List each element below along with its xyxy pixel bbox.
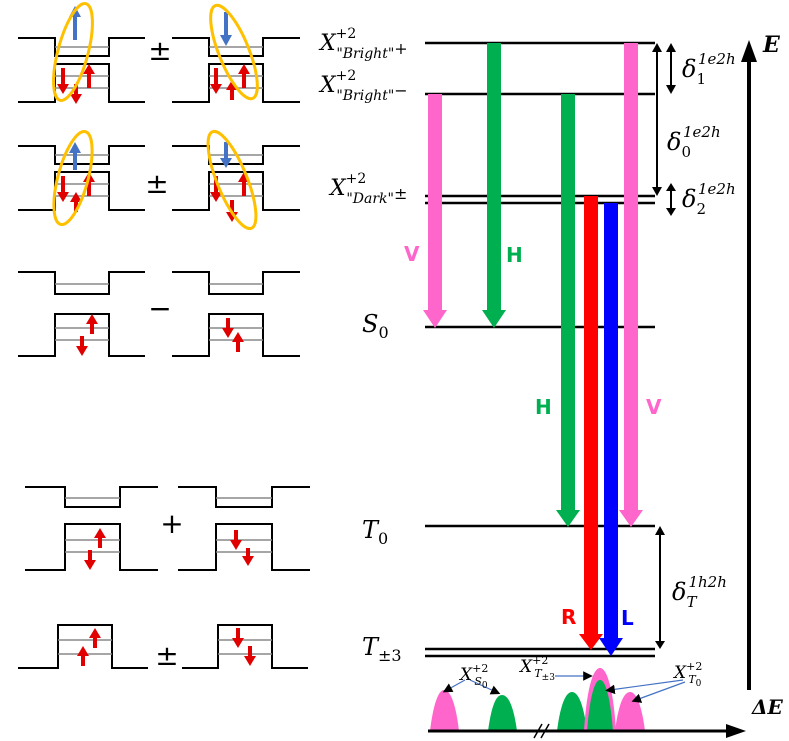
orbital-highlight: [209, 3, 259, 101]
spin-down-hole-icon: [210, 68, 222, 94]
axis-break-icon: [540, 723, 550, 739]
spin-up-hole-icon: [89, 628, 101, 648]
label-dark: X+2"Dark"±: [328, 171, 407, 207]
transition-l-arrow: [599, 203, 623, 656]
row4-right-schematic: [178, 486, 310, 571]
orbital-highlight: [206, 129, 258, 231]
label-l: L: [621, 606, 634, 630]
spin-down-hole-icon: [57, 176, 69, 202]
spin-down-hole-icon: [222, 318, 234, 338]
spin-down-hole-icon: [232, 628, 244, 648]
transition-v-right-arrow: [619, 43, 643, 527]
energy-axis-label: E: [762, 32, 781, 58]
spin-down-electron-icon: [220, 12, 232, 46]
spin-up-electron-icon: [69, 142, 81, 170]
label-h-right: H: [535, 395, 552, 419]
spin-down-hole-icon: [76, 336, 88, 356]
spin-up-hole-icon: [83, 64, 95, 88]
spin-down-hole-icon: [230, 530, 242, 550]
operator-row1: ±: [148, 34, 171, 67]
label-delta1: δ11e2h: [682, 50, 736, 88]
spin-up-hole-icon: [238, 64, 250, 88]
splitting-d1-arrow: [666, 43, 676, 94]
transition-r-arrow: [579, 196, 603, 650]
label-r: R: [561, 605, 576, 629]
transition-v-left-arrow: [423, 94, 447, 328]
row5-right-schematic: [182, 624, 308, 669]
orbital-highlight: [52, 129, 94, 227]
level-labels: X+2"Bright"+ X+2"Bright"− X+2"Dark"± S0 …: [318, 26, 408, 665]
row4-left-schematic: [25, 486, 158, 571]
operator-row2: ±: [145, 167, 168, 200]
spin-up-hole-icon: [232, 332, 244, 352]
splitting-arrows: [652, 43, 676, 649]
delta-energy-axis-arrow-icon: [726, 724, 746, 738]
operator-row5: ±: [155, 639, 178, 672]
energy-levels: [425, 41, 655, 658]
orbital-highlight: [52, 2, 94, 102]
label-h-left: H: [506, 243, 523, 267]
delta-energy-axis-label: ΔE: [751, 695, 784, 719]
spin-up-hole-icon: [94, 528, 106, 548]
axis-break-icon: [533, 723, 543, 739]
transition-h-left-arrow: [482, 43, 506, 328]
spin-down-hole-icon: [242, 548, 254, 566]
row5-left-schematic: [18, 624, 148, 669]
label-bright-minus: X+2"Bright"−: [318, 68, 408, 104]
peak-s0-green: [488, 695, 517, 731]
splitting-d0-arrow: [652, 43, 662, 196]
spin-up-hole-icon: [77, 646, 89, 666]
peak-t0-green: [557, 692, 587, 731]
row1-left-schematic: [18, 2, 145, 104]
peak-s0-pink: [430, 690, 459, 731]
spin-down-hole-icon: [244, 646, 256, 666]
label-v-right: V: [646, 395, 662, 419]
operator-row4: +: [160, 507, 183, 540]
peak-pointers: [442, 671, 686, 703]
label-delta0: δ01e2h: [667, 123, 721, 161]
splitting-dt-arrow: [655, 526, 665, 649]
row3-left-schematic: [18, 271, 145, 357]
transition-h-right-arrow: [556, 94, 580, 527]
label-s0: S0: [362, 310, 389, 342]
row2-left-schematic: [18, 129, 145, 227]
splitting-d2-arrow: [666, 183, 676, 216]
spin-down-hole-icon: [57, 68, 69, 94]
spin-down-hole-icon: [84, 550, 96, 570]
spin-down-electron-icon: [220, 142, 232, 168]
label-v-left: V: [404, 242, 420, 266]
label-deltat: δT1h2h: [672, 573, 727, 611]
label-delta2: δ21e2h: [682, 180, 736, 218]
row2-right-schematic: [172, 129, 300, 231]
spectrum: [428, 668, 746, 739]
label-tpm3: T±3: [362, 633, 402, 665]
transition-arrows: [423, 43, 643, 656]
row3-right-schematic: [172, 271, 300, 357]
spin-up-hole-icon: [86, 314, 98, 334]
energy-axis: [741, 40, 757, 690]
label-t0: T0: [362, 516, 388, 548]
row1-right-schematic: [172, 3, 300, 103]
label-bright-plus: X+2"Bright"+: [318, 26, 408, 62]
operator-row3: −: [148, 292, 171, 325]
